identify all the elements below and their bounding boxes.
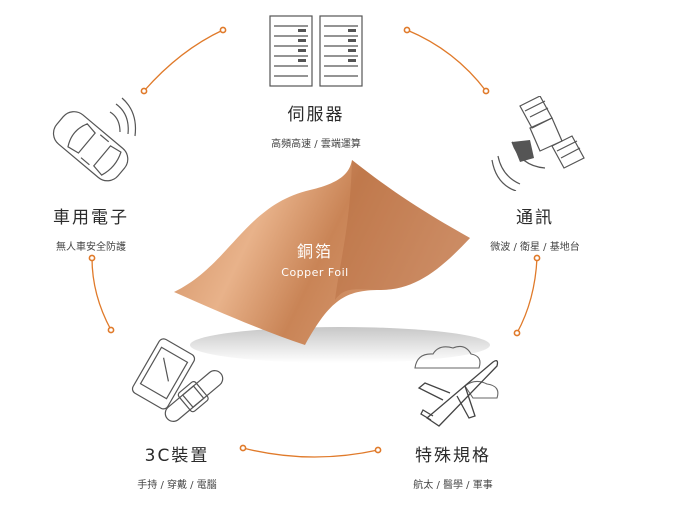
center-title-en: Copper Foil bbox=[281, 266, 349, 279]
arc-dot bbox=[219, 26, 227, 34]
arc-dot bbox=[88, 254, 96, 262]
server-rack-icon bbox=[269, 15, 363, 87]
arc-dot bbox=[107, 326, 115, 334]
node-auto-title: 車用電子 bbox=[53, 208, 129, 228]
arc-dot bbox=[374, 446, 382, 454]
arc-dot bbox=[140, 87, 148, 95]
phone-watch-icon bbox=[131, 338, 224, 422]
arc-special-devices bbox=[242, 447, 379, 458]
satellite-icon bbox=[491, 96, 585, 191]
arc-auto-server bbox=[143, 29, 224, 92]
node-special-subtitle: 航太 / 醫學 / 軍事 bbox=[413, 480, 493, 491]
node-special: 特殊規格 航太 / 醫學 / 軍事 bbox=[388, 441, 518, 491]
arc-telecom-special bbox=[516, 257, 538, 334]
node-devices: 3C裝置 手持 / 穿戴 / 電腦 bbox=[112, 441, 242, 491]
center-title-zh: 銅箔 bbox=[296, 242, 333, 261]
airplane-icon bbox=[414, 345, 499, 427]
node-telecom: 通訊 微波 / 衛星 / 基地台 bbox=[470, 203, 600, 253]
arc-dot bbox=[403, 26, 411, 34]
arc-dot bbox=[239, 444, 247, 452]
center-label: 銅箔 Copper Foil bbox=[270, 238, 360, 279]
node-devices-subtitle: 手持 / 穿戴 / 電腦 bbox=[137, 480, 217, 491]
car-icon bbox=[52, 97, 137, 182]
arc-devices-auto bbox=[91, 257, 112, 331]
node-server-title: 伺服器 bbox=[287, 105, 345, 125]
arc-server-telecom bbox=[406, 29, 487, 92]
arc-dot bbox=[513, 329, 521, 337]
node-server-subtitle: 高頻高速 / 雲端運算 bbox=[271, 139, 361, 150]
node-telecom-title: 通訊 bbox=[516, 208, 554, 228]
node-auto: 車用電子 無人車安全防護 bbox=[26, 203, 156, 253]
arc-dot bbox=[482, 87, 490, 95]
node-devices-title: 3C裝置 bbox=[144, 446, 210, 466]
node-server: 伺服器 高頻高速 / 雲端運算 bbox=[246, 100, 386, 150]
node-telecom-subtitle: 微波 / 衛星 / 基地台 bbox=[490, 242, 580, 253]
node-special-title: 特殊規格 bbox=[415, 446, 491, 466]
arc-dot bbox=[533, 254, 541, 262]
node-auto-subtitle: 無人車安全防護 bbox=[56, 242, 126, 253]
